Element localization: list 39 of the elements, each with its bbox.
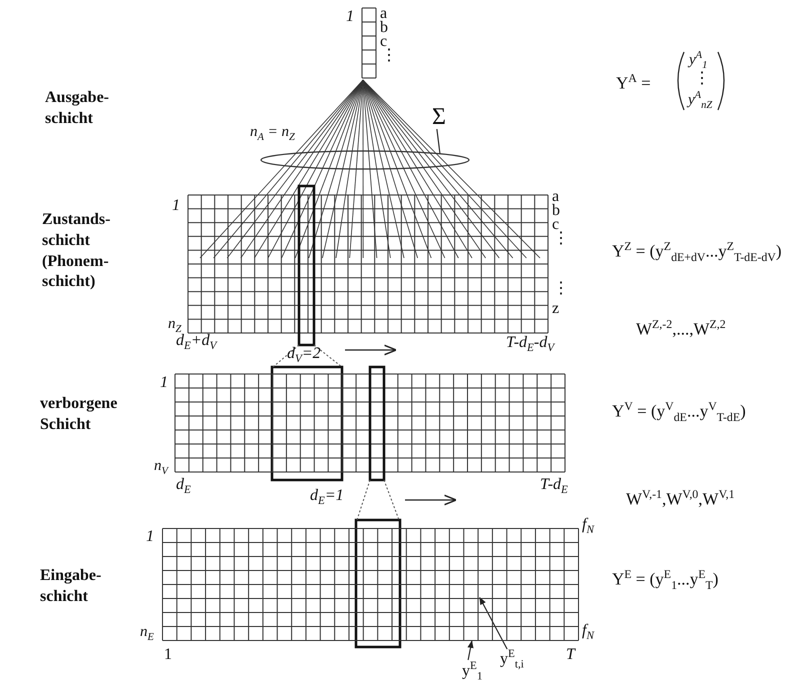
row-label: a (380, 5, 388, 22)
layer-name: Zustands- schicht (Phonem- schicht) (42, 210, 112, 292)
row-label: ⋮ (553, 280, 569, 298)
formula: Y$^{V}$ = (y$^{V}$$_{dE}$...y$^{V}$$_{T-dE}$) (612, 400, 746, 424)
layer-name: Ausgabe- schicht (45, 88, 110, 129)
index-label: 1 (160, 374, 168, 392)
leader-arrow (467, 640, 474, 660)
row-label: a (552, 188, 560, 205)
formula: ⋮ (694, 70, 710, 88)
index-label: n$_{E}$ (140, 624, 154, 644)
formula: Y$^{A}$ = (616, 72, 651, 94)
index-label: T-d$_{E}$-d$_{V}$ (506, 334, 554, 354)
leader-arrow (479, 596, 508, 650)
index-label: d$_{E}$ (176, 476, 191, 496)
formula: Y$^{Z}$ = (y$^{Z}$$_{dE+dV}$...y$^{Z}$$_{T-dE-dV}$) (612, 240, 782, 264)
row-label: z (552, 300, 560, 318)
index-label: n$_{Z}$ (168, 316, 182, 335)
formula: W$^{V,-1}$,W$^{V,0}$,W$^{V,1}$ (626, 488, 735, 510)
index-label: n$_{V}$ (154, 458, 168, 478)
index-label: d$_{E}$+d$_{V}$ (176, 332, 216, 352)
layer-name: verborgene Schicht (40, 394, 118, 435)
index-label: d$_{E}$=1 (310, 487, 344, 508)
index-label: n$_{A}$ = n$_{Z}$ (250, 124, 295, 144)
index-label: 1 (346, 8, 354, 26)
formula: W$^{Z,-2}$,...,W$^{Z,2}$ (636, 318, 726, 340)
index-label: f$_{N}$ (582, 622, 594, 642)
neuron-grid (162, 528, 579, 641)
index-label: d$_{V}$=2 (287, 345, 321, 366)
summation-ellipse (260, 150, 470, 170)
sum-symbol: Σ (432, 104, 446, 130)
index-label: T-d$_{E}$ (540, 476, 568, 496)
layer-name: Eingabe- schicht (40, 566, 102, 607)
leader-line (436, 129, 441, 154)
index-label: 1 (146, 528, 154, 546)
index-label: T (566, 646, 575, 664)
index-label: 1 (164, 646, 172, 664)
index-label: f$_{N}$ (582, 516, 594, 536)
index-label: 1 (172, 197, 180, 215)
formula: Y$^{E}$ = (y$^{E}$$_{1}$...y$^{E}$$_{T}$) (612, 568, 718, 592)
